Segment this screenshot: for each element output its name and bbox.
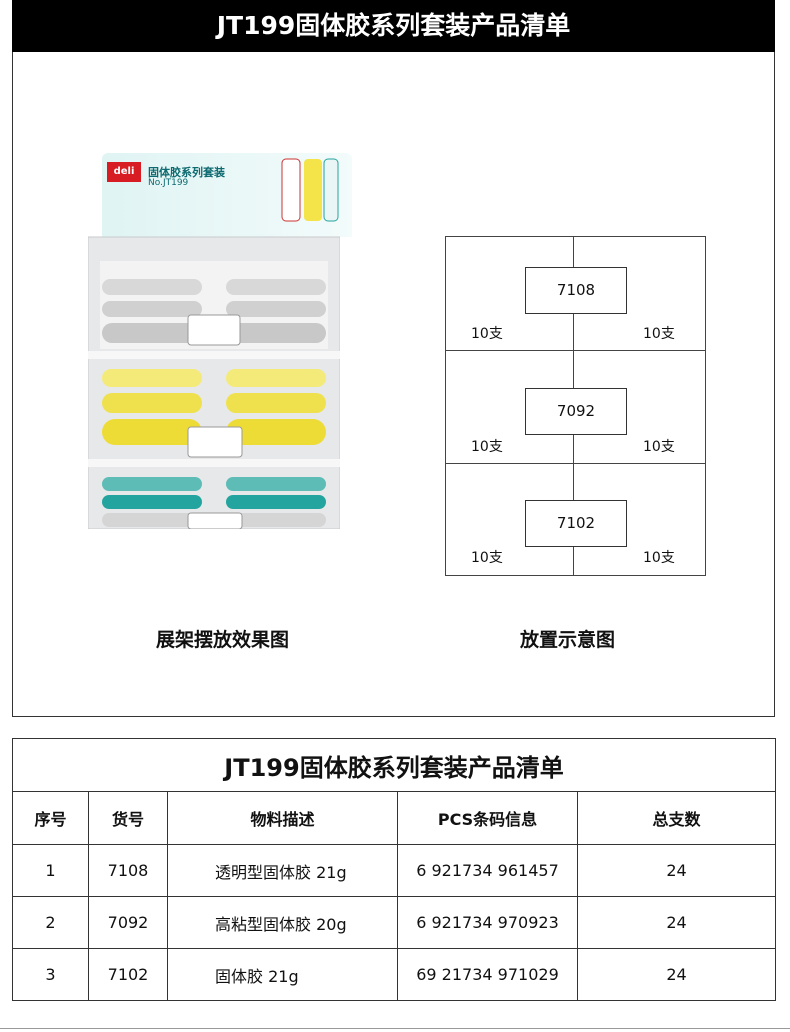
table-title: JT199固体胶系列套装产品清单	[11, 738, 777, 792]
header-total: 总支数	[576, 791, 777, 845]
header-barcode: PCS条码信息	[397, 791, 578, 845]
display-caption: 展架摆放效果图	[156, 629, 290, 651]
cell-barcode: 6 921734 961457	[397, 844, 578, 897]
placement-diagram: 7108 10支 10支 7092 10支 10支 7102 10支 10支	[445, 236, 706, 576]
cell-barcode: 69 21734 971029	[397, 948, 578, 1001]
table-row: 3 7102 固体胶 21g 69 21734 971029 24	[12, 948, 777, 1001]
diagram-box-2: 7092	[525, 388, 627, 435]
cell-no: 3	[12, 948, 89, 1001]
brand-logo: deli	[107, 162, 141, 182]
cell-code: 7108	[88, 844, 168, 897]
header-desc: 物料描述	[167, 791, 398, 845]
cell-barcode: 6 921734 970923	[397, 896, 578, 949]
cell-total: 24	[576, 948, 777, 1001]
diagram-qty-right-1: 10支	[643, 326, 675, 342]
cell-desc: 透明型固体胶 21g	[167, 844, 398, 897]
diagram-caption: 放置示意图	[520, 629, 616, 651]
diagram-box-1: 7108	[525, 267, 627, 314]
cell-total: 24	[576, 844, 777, 897]
cell-no: 2	[12, 896, 89, 949]
page-title-banner: JT199固体胶系列套装产品清单	[12, 0, 775, 52]
cell-total: 24	[576, 896, 777, 949]
rack-header-title: 固体胶系列套装	[148, 166, 225, 179]
display-panel	[12, 52, 775, 717]
diagram-qty-left-1: 10支	[471, 326, 503, 342]
rack-row-yellow	[102, 369, 326, 458]
rack-row-clear	[100, 261, 328, 349]
display-rack-image	[88, 158, 340, 529]
diagram-qty-right-3: 10支	[643, 550, 675, 566]
cell-code: 7102	[88, 948, 168, 1001]
table-row: 1 7108 透明型固体胶 21g 6 921734 961457 24	[12, 844, 777, 897]
rack-row-teal	[102, 477, 326, 529]
header-no: 序号	[12, 791, 89, 845]
diagram-divider-1	[446, 350, 705, 351]
diagram-box-3: 7102	[525, 500, 627, 547]
table-row: 2 7092 高粘型固体胶 20g 6 921734 970923 24	[12, 896, 777, 949]
diagram-qty-left-3: 10支	[471, 550, 503, 566]
diagram-qty-right-2: 10支	[643, 439, 675, 455]
bottom-divider	[0, 1028, 790, 1029]
cell-code: 7092	[88, 896, 168, 949]
product-table: JT199固体胶系列套装产品清单 序号 货号 物料描述 PCS条码信息 总支数 …	[11, 738, 777, 1001]
cell-no: 1	[12, 844, 89, 897]
cell-desc: 高粘型固体胶 20g	[167, 896, 398, 949]
rack-header-model: No.JT199	[148, 178, 189, 188]
diagram-divider-2	[446, 463, 705, 464]
header-code: 货号	[88, 791, 168, 845]
table-header-row: 序号 货号 物料描述 PCS条码信息 总支数	[12, 791, 777, 845]
cell-desc: 固体胶 21g	[167, 948, 398, 1001]
diagram-qty-left-2: 10支	[471, 439, 503, 455]
